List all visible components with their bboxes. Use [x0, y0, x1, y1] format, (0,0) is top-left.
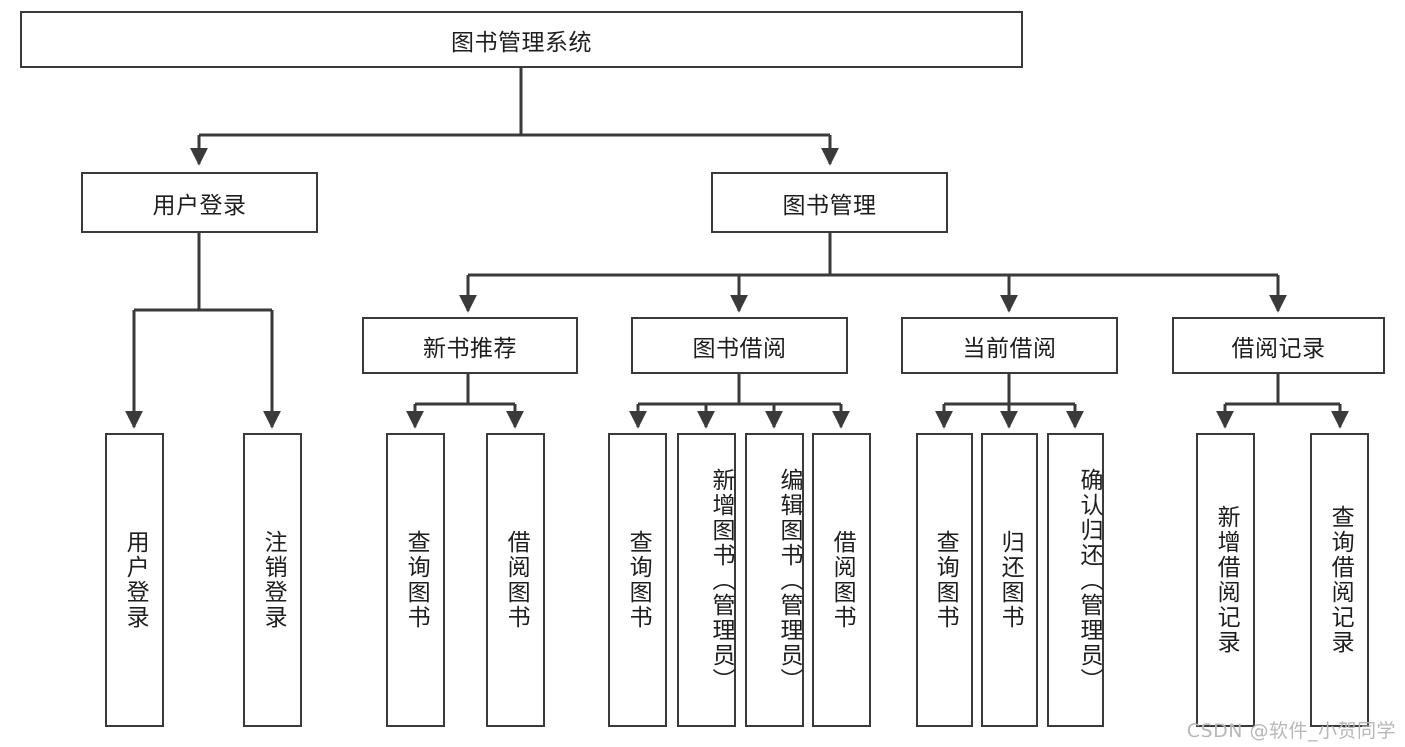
leaf-query-book-3[interactable]: 查询图书 — [916, 433, 973, 727]
leaf-query-record-label: 查询借阅记录 — [1327, 505, 1354, 655]
leaf-logout-label: 注销登录 — [260, 530, 287, 630]
node-borrow-record-label: 借阅记录 — [1231, 335, 1326, 362]
leaf-user-login-label: 用户登录 — [122, 530, 149, 630]
leaf-add-record-label: 新增借阅记录 — [1213, 505, 1240, 655]
node-user-login-label: 用户登录 — [152, 192, 247, 219]
node-new-book-rec-label: 新书推荐 — [423, 335, 517, 362]
node-borrow-record[interactable]: 借阅记录 — [1172, 317, 1385, 374]
node-book-borrow-label: 图书借阅 — [692, 335, 787, 362]
leaf-borrow-book-1-label: 借阅图书 — [503, 530, 530, 630]
leaf-confirm-return-label: 确认归还（管理员） — [1076, 467, 1102, 693]
node-book-manage[interactable]: 图书管理 — [711, 172, 948, 233]
node-book-borrow[interactable]: 图书借阅 — [631, 317, 848, 374]
leaf-edit-book-label: 编辑图书（管理员） — [776, 467, 802, 693]
node-current-borrow-label: 当前借阅 — [962, 335, 1057, 362]
leaf-return-book[interactable]: 归还图书 — [981, 433, 1038, 727]
leaf-borrow-book-1[interactable]: 借阅图书 — [486, 433, 545, 727]
node-root[interactable]: 图书管理系统 — [20, 11, 1023, 68]
leaf-add-book[interactable]: 新增图书（管理员） — [677, 433, 736, 727]
leaf-add-book-label: 新增图书（管理员） — [708, 467, 734, 693]
leaf-user-login[interactable]: 用户登录 — [105, 433, 164, 727]
leaf-query-book-1[interactable]: 查询图书 — [386, 433, 445, 727]
leaf-query-book-2-label: 查询图书 — [625, 530, 652, 630]
leaf-return-book-label: 归还图书 — [997, 530, 1024, 630]
node-new-book-rec[interactable]: 新书推荐 — [362, 317, 578, 374]
leaf-edit-book[interactable]: 编辑图书（管理员） — [745, 433, 804, 727]
leaf-query-book-1-label: 查询图书 — [403, 530, 430, 630]
leaf-borrow-book-2-label: 借阅图书 — [829, 530, 856, 630]
leaf-borrow-book-2[interactable]: 借阅图书 — [812, 433, 871, 727]
leaf-logout[interactable]: 注销登录 — [243, 433, 302, 727]
node-user-login[interactable]: 用户登录 — [81, 172, 318, 233]
node-book-manage-label: 图书管理 — [782, 192, 877, 219]
watermark-text: CSDN @软件_小贺同学 — [1186, 720, 1396, 742]
leaf-query-record[interactable]: 查询借阅记录 — [1310, 433, 1369, 727]
node-current-borrow[interactable]: 当前借阅 — [901, 317, 1118, 374]
leaf-add-record[interactable]: 新增借阅记录 — [1196, 433, 1255, 727]
leaf-query-book-2[interactable]: 查询图书 — [608, 433, 667, 727]
leaf-query-book-3-label: 查询图书 — [932, 530, 959, 630]
leaf-confirm-return[interactable]: 确认归还（管理员） — [1047, 433, 1104, 727]
node-root-label: 图书管理系统 — [451, 29, 592, 56]
